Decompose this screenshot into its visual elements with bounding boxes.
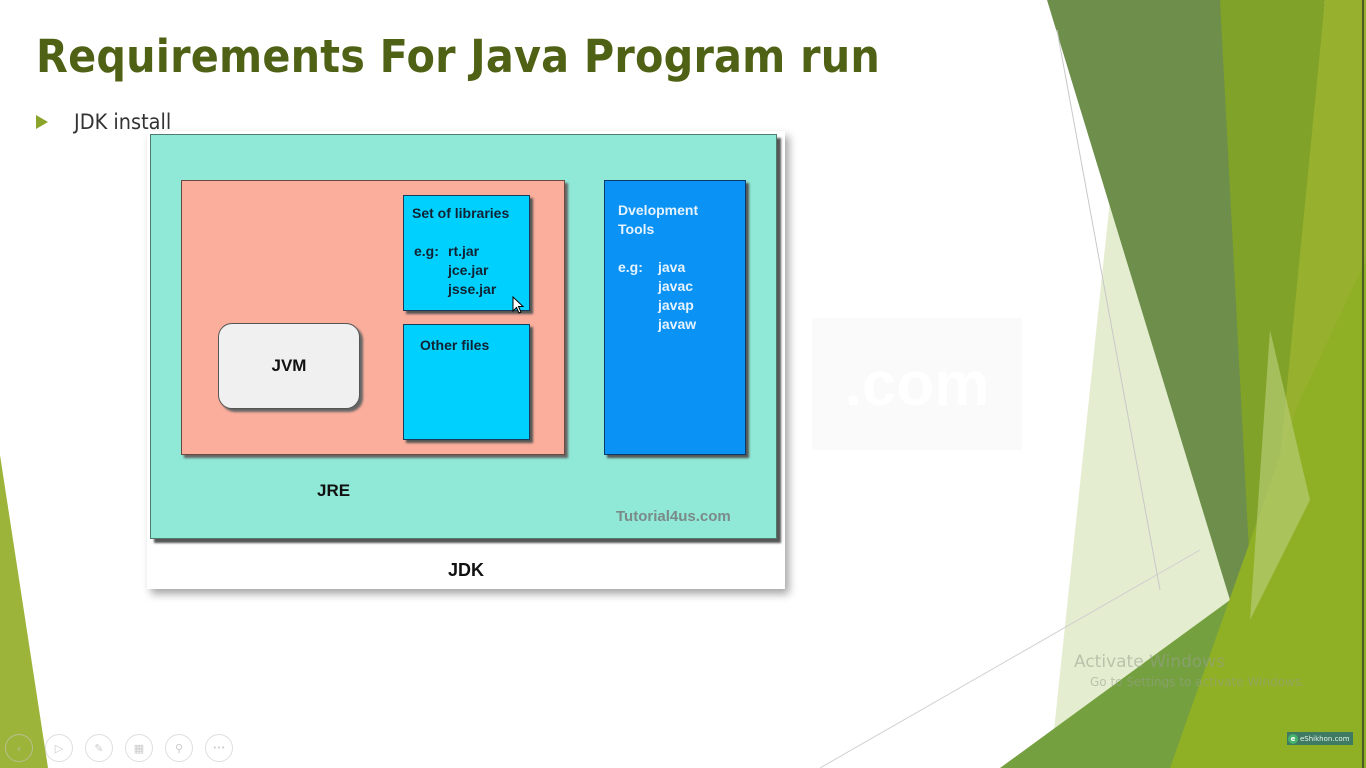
left-green-wedge	[0, 455, 48, 768]
other-files-title: Other files	[420, 337, 490, 353]
thin-decor-line-1	[1056, 29, 1161, 591]
right-pale-facet	[1250, 330, 1310, 620]
dev-tools-examples: e.g: java javac javap javaw	[618, 258, 696, 334]
triangle-bullet-icon	[36, 115, 48, 129]
ghost-watermark: .com	[812, 318, 1022, 450]
magnifier-icon: ⚲	[174, 741, 184, 755]
ellipsis-icon: •••	[212, 744, 226, 752]
right-dark-facet-2	[1220, 0, 1325, 570]
activate-windows-notice: Activate Windows Go to Settings to activ…	[1074, 652, 1305, 689]
jvm-box: JVM	[218, 323, 360, 409]
libraries-box: Set of libraries e.g: rt.jar jce.jar jss…	[403, 195, 530, 311]
dev-title-line2: Tools	[618, 221, 655, 237]
slides-overview-button[interactable]: ▦	[125, 734, 153, 762]
jdk-diagram: JVM Set of libraries e.g: rt.jar jce.jar	[147, 131, 785, 589]
mouse-cursor-icon	[512, 296, 525, 314]
zoom-button[interactable]: ⚲	[165, 734, 193, 762]
jdk-label: JDK	[447, 560, 484, 580]
activate-title: Activate Windows	[1074, 652, 1225, 672]
libraries-title: Set of libraries	[412, 205, 510, 221]
jre-label: JRE	[317, 481, 351, 500]
library-item: jce.jar	[448, 262, 489, 278]
libraries-examples: e.g: rt.jar jce.jar jsse.jar	[414, 242, 496, 299]
channel-badge: e eShikhon.com	[1287, 732, 1353, 745]
pen-tool-button[interactable]: ✎	[85, 734, 113, 762]
jdk-box: JVM Set of libraries e.g: rt.jar jce.jar	[150, 134, 777, 539]
chevron-left-icon: ‹	[16, 741, 22, 755]
previous-slide-button[interactable]: ‹	[5, 734, 33, 762]
diagram-watermark: Tutorial4us.com	[616, 508, 731, 525]
dev-title-line1: Dvelopment	[618, 202, 699, 218]
badge-logo-icon: e	[1288, 733, 1298, 744]
eg-label: e.g:	[618, 259, 643, 275]
jvm-label: JVM	[271, 356, 307, 375]
library-item: jsse.jar	[448, 281, 497, 297]
more-options-button[interactable]: •••	[205, 734, 233, 762]
bullet-text: JDK install	[74, 110, 172, 134]
play-icon: ▷	[54, 741, 64, 755]
slide-title: Requirements For Java Program run	[36, 30, 881, 83]
development-tools-title: Dvelopment Tools	[618, 201, 698, 239]
eg-label: e.g:	[414, 243, 439, 259]
grid-icon: ▦	[133, 741, 145, 755]
activate-subtitle: Go to Settings to activate Windows.	[1090, 675, 1305, 689]
next-slide-button[interactable]: ▷	[45, 734, 73, 762]
badge-text: eShikhon.com	[1300, 734, 1350, 743]
library-item: rt.jar	[448, 243, 480, 259]
thin-decor-line-2	[819, 549, 1201, 768]
development-tools-box: Dvelopment Tools e.g: java javac javap	[604, 180, 746, 455]
pen-icon: ✎	[94, 741, 104, 755]
other-files-box: Other files	[403, 324, 530, 440]
dev-tool-item: javac	[658, 278, 694, 294]
dev-tool-item: javaw	[658, 316, 697, 332]
dev-tool-item: java	[658, 259, 686, 275]
dev-tool-item: javap	[658, 297, 694, 313]
bullet-item: JDK install	[36, 110, 180, 134]
slideshow-controls: ‹ ▷ ✎ ▦ ⚲ •••	[5, 734, 245, 762]
jre-box: JVM Set of libraries e.g: rt.jar jce.jar	[181, 180, 565, 455]
